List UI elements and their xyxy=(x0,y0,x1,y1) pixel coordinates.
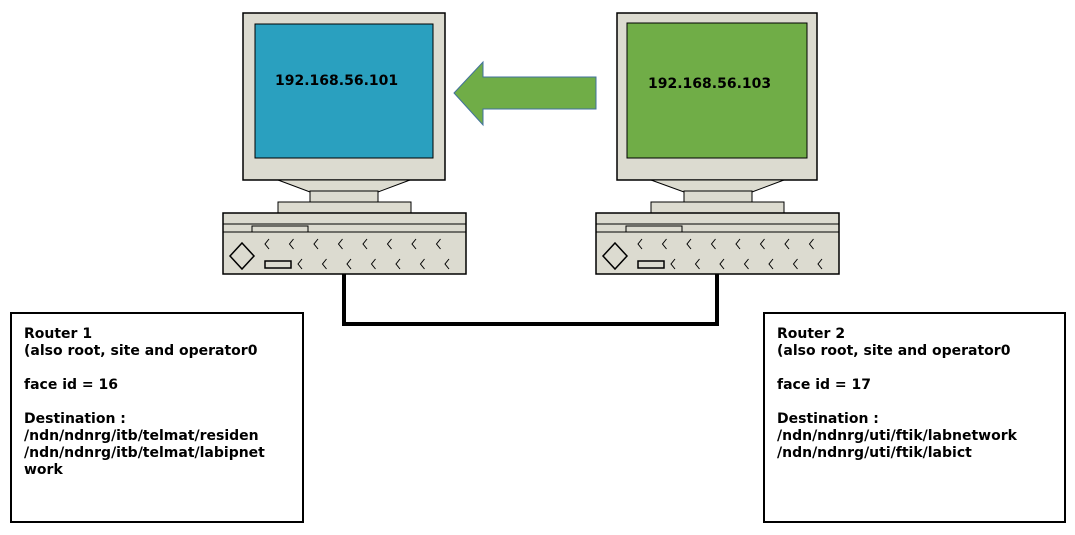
router-2-title: Router 2 xyxy=(777,326,846,342)
vent-mark xyxy=(686,238,692,250)
router-1-roles: (also root, site and operator0 xyxy=(24,343,258,359)
router-2-face-id: face id = 17 xyxy=(777,377,871,393)
router-1-face-id: face id = 16 xyxy=(24,377,118,393)
power-button-2 xyxy=(601,241,629,271)
screen-2 xyxy=(626,22,808,159)
case-1 xyxy=(222,212,467,275)
vent-mark xyxy=(808,238,814,250)
vents-2 xyxy=(637,238,823,270)
computer-2: 192.168.56.103 xyxy=(595,12,840,275)
vent-mark xyxy=(817,258,823,270)
router-1-info-box: Router 1 (also root, site and operator0 … xyxy=(10,312,304,523)
vents-1 xyxy=(264,238,450,270)
vent-mark xyxy=(637,238,643,250)
network-cable xyxy=(342,274,719,326)
router-2-info-box: Router 2 (also root, site and operator0 … xyxy=(763,312,1066,523)
monitor-base-2 xyxy=(650,201,785,214)
vent-mark xyxy=(661,238,667,250)
vent-mark xyxy=(444,258,450,270)
router-1-destination-2: work xyxy=(24,462,63,478)
monitor-neck-1 xyxy=(277,179,411,193)
vent-mark xyxy=(264,238,270,250)
vent-mark xyxy=(288,238,294,250)
vent-mark xyxy=(694,258,700,270)
vent-mark xyxy=(362,238,368,250)
vent-mark xyxy=(670,258,676,270)
ip-label-1: 192.168.56.101 xyxy=(275,73,398,89)
disk-slot-1 xyxy=(264,260,292,269)
router-2-roles: (also root, site and operator0 xyxy=(777,343,1011,359)
vent-mark xyxy=(784,238,790,250)
vent-mark xyxy=(759,238,765,250)
router-2-destination-1: /ndn/ndnrg/uti/ftik/labict xyxy=(777,445,972,461)
router-2-destination-0: /ndn/ndnrg/uti/ftik/labnetwork xyxy=(777,428,1017,444)
vent-mark xyxy=(321,258,327,270)
vent-mark xyxy=(768,258,774,270)
vent-mark xyxy=(297,258,303,270)
router-1-title: Router 1 xyxy=(24,326,93,342)
monitor-stand-2 xyxy=(683,190,753,203)
case-2 xyxy=(595,212,840,275)
vent-mark xyxy=(719,258,725,270)
vent-mark xyxy=(370,258,376,270)
vent-mark xyxy=(346,258,352,270)
vent-mark xyxy=(710,238,716,250)
monitor-neck-2 xyxy=(650,179,785,193)
vent-mark xyxy=(792,258,798,270)
vent-mark xyxy=(411,238,417,250)
router-1-destination-label: Destination : xyxy=(24,411,126,427)
vent-mark xyxy=(735,238,741,250)
disk-slot-2 xyxy=(637,260,665,269)
vent-mark xyxy=(313,238,319,250)
screen-1 xyxy=(254,23,434,159)
vent-mark xyxy=(337,238,343,250)
drive-bay-2 xyxy=(625,225,683,233)
drive-bay-1 xyxy=(251,225,309,233)
router-1-destination-0: /ndn/ndnrg/itb/telmat/residen xyxy=(24,428,259,444)
vent-mark xyxy=(395,258,401,270)
vent-mark xyxy=(743,258,749,270)
router-2-destination-label: Destination : xyxy=(777,411,879,427)
router-1-destination-1: /ndn/ndnrg/itb/telmat/labipnet xyxy=(24,445,265,461)
computer-1: 192.168.56.101 xyxy=(222,12,467,275)
vent-mark xyxy=(386,238,392,250)
vent-mark xyxy=(419,258,425,270)
left-arrow-icon xyxy=(453,60,597,127)
monitor-base-1 xyxy=(277,201,412,214)
vent-mark xyxy=(435,238,441,250)
ip-label-2: 192.168.56.103 xyxy=(648,76,771,92)
power-button-1 xyxy=(228,241,256,271)
monitor-stand-1 xyxy=(309,190,379,203)
